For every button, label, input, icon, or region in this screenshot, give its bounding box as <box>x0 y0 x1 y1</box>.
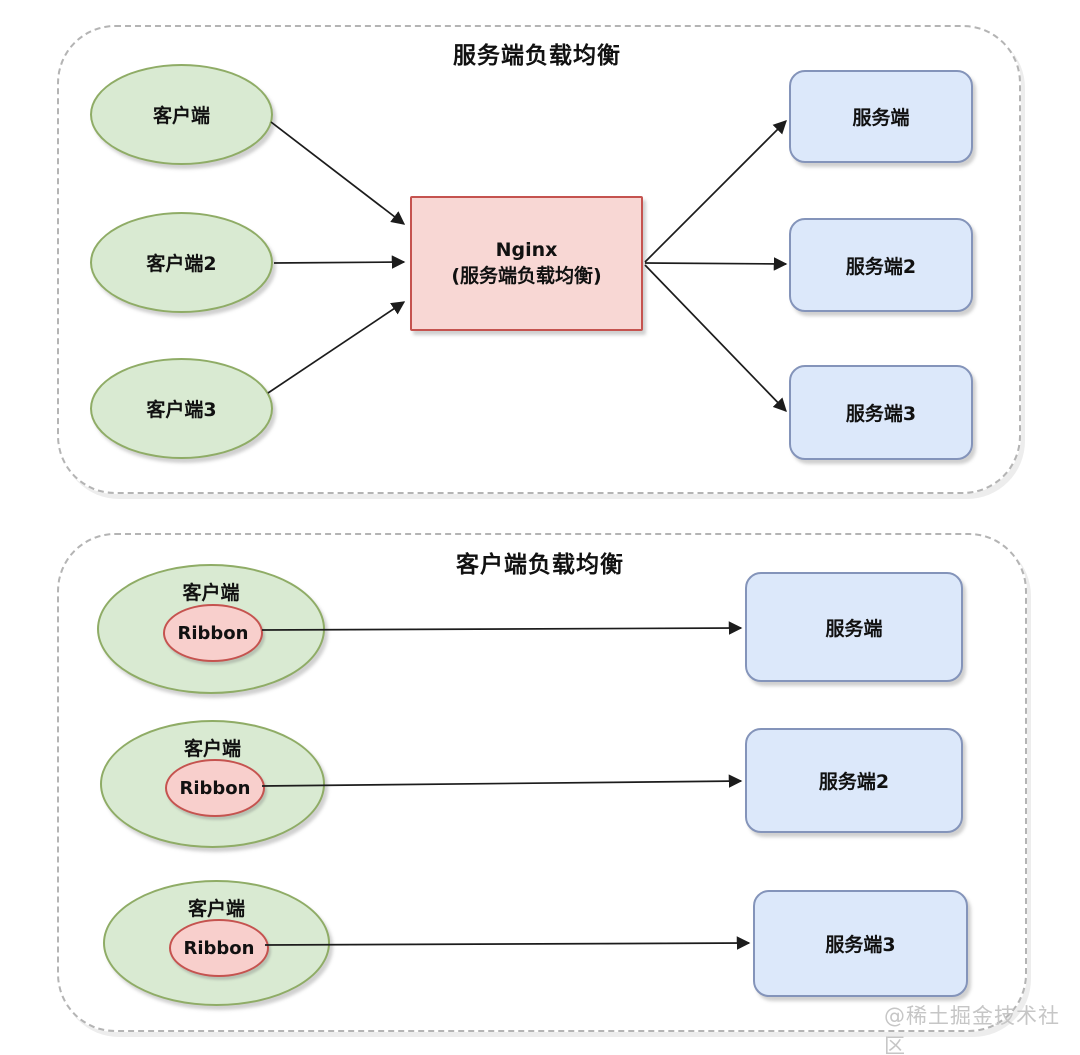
nginx-balancer-name: Nginx <box>495 238 558 261</box>
ribbon-client-2-label: 客户端 <box>183 738 241 760</box>
ribbon-client-node-1: 客户端 Ribbon <box>97 564 325 694</box>
client-node-2-label: 客户端2 <box>146 253 217 275</box>
ribbon-server-2-label: 服务端2 <box>818 771 890 793</box>
ribbon-server-node-1: 服务端 <box>745 572 963 682</box>
ribbon-client-1-label: 客户端 <box>182 582 240 604</box>
ribbon-server-node-2: 服务端2 <box>745 728 963 833</box>
server-node-1: 服务端 <box>789 70 973 163</box>
nginx-balancer-node: Nginx (服务端负载均衡) <box>410 196 643 331</box>
client-node-2: 客户端2 <box>90 212 273 313</box>
client-node-1: 客户端 <box>90 64 273 165</box>
server-node-2: 服务端2 <box>789 218 973 312</box>
client-node-3: 客户端3 <box>90 358 273 459</box>
server-node-1-label: 服务端 <box>852 107 910 129</box>
client-node-1-label: 客户端 <box>152 105 210 127</box>
ribbon-client-node-3: 客户端 Ribbon <box>103 880 330 1006</box>
server-node-3: 服务端3 <box>789 365 973 460</box>
nginx-balancer-subtitle: (服务端负载均衡) <box>451 264 602 287</box>
server-node-3-label: 服务端3 <box>845 403 917 425</box>
ribbon-server-1-label: 服务端 <box>825 617 883 640</box>
ribbon-component-2: Ribbon <box>165 759 265 817</box>
ribbon-component-3: Ribbon <box>169 919 269 977</box>
server-node-2-label: 服务端2 <box>845 255 917 278</box>
ribbon-server-node-3: 服务端3 <box>753 890 968 997</box>
client-node-3-label: 客户端3 <box>146 399 217 421</box>
watermark: @稀土掘金技术社区 <box>884 1004 1060 1055</box>
ribbon-component-1: Ribbon <box>163 604 263 662</box>
client-side-title: 客户端负载均衡 <box>456 552 624 578</box>
server-side-title: 服务端负载均衡 <box>453 43 621 69</box>
ribbon-client-node-2: 客户端 Ribbon <box>100 720 325 848</box>
ribbon-server-3-label: 服务端3 <box>825 934 896 956</box>
ribbon-client-3-label: 客户端 <box>187 898 245 920</box>
